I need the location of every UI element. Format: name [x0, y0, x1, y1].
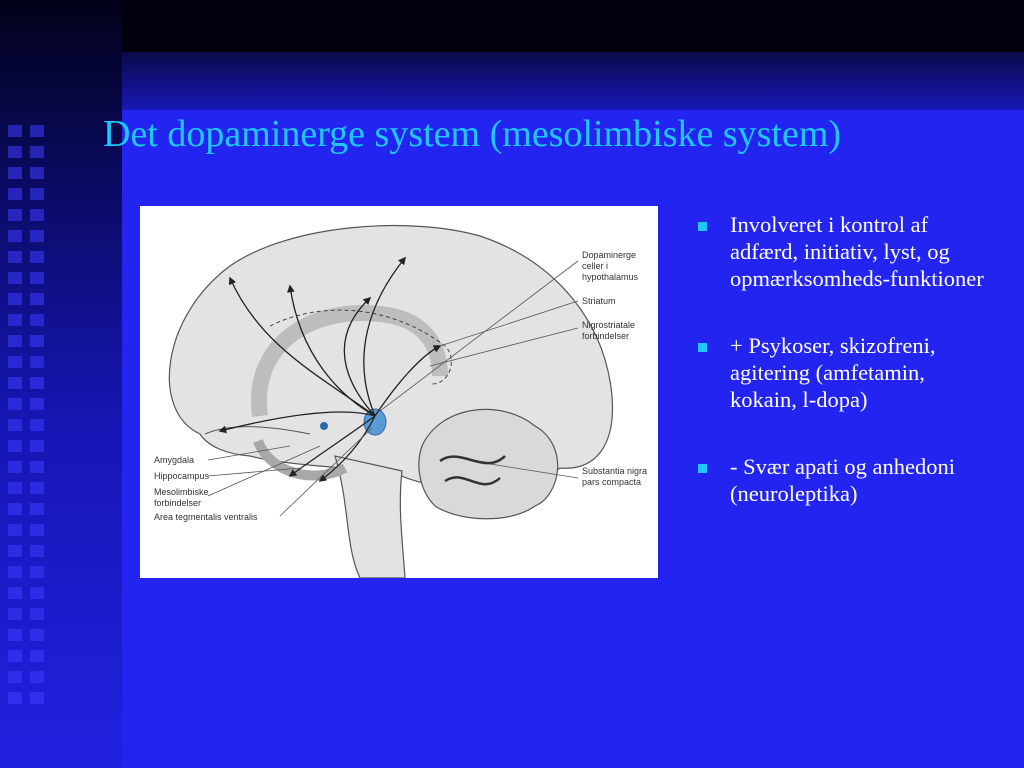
- label-mesolimbiske-2: forbindelser: [154, 498, 201, 508]
- decorative-square: [30, 293, 44, 305]
- bullet-text: Involveret i kontrol af adfærd, initiati…: [730, 212, 984, 291]
- bullet-text: + Psykoser, skizofreni, agitering (amfet…: [730, 333, 936, 412]
- decorative-square: [8, 545, 22, 557]
- label-amygdala: Amygdala: [154, 455, 194, 465]
- label-substantia-1: Substantia nigra: [582, 466, 647, 476]
- decorative-square: [30, 503, 44, 515]
- decorative-square: [30, 356, 44, 368]
- decorative-square: [8, 629, 22, 641]
- decorative-square: [8, 146, 22, 158]
- decorative-square: [30, 419, 44, 431]
- decorative-square: [30, 566, 44, 578]
- top-dark-band: [122, 0, 1024, 52]
- decorative-square: [30, 314, 44, 326]
- decorative-square: [8, 167, 22, 179]
- decorative-square: [8, 398, 22, 410]
- decorative-square: [30, 587, 44, 599]
- vta-spot: [363, 408, 387, 436]
- decorative-square: [8, 419, 22, 431]
- top-gradient-band: [122, 52, 1024, 110]
- decorative-square: [30, 524, 44, 536]
- decorative-square: [30, 545, 44, 557]
- decorative-square: [30, 251, 44, 263]
- decorative-square: [8, 566, 22, 578]
- slide-title: Det dopaminerge system (mesolimbiske sys…: [103, 113, 842, 155]
- bullet-text: - Svær apati og anhedoni (neuroleptika): [730, 454, 955, 506]
- decorative-square: [30, 230, 44, 242]
- decorative-square: [8, 230, 22, 242]
- decorative-square: [8, 671, 22, 683]
- decorative-square: [8, 650, 22, 662]
- decorative-square: [30, 440, 44, 452]
- decorative-square: [30, 335, 44, 347]
- decorative-square: [30, 377, 44, 389]
- label-dopaminerge-2: celler i: [582, 261, 608, 271]
- decorative-square: [30, 629, 44, 641]
- label-nigrostriatale-1: Nigrostriatale: [582, 320, 635, 330]
- decorative-square: [8, 503, 22, 515]
- bullet-item: Involveret i kontrol af adfærd, initiati…: [692, 211, 992, 292]
- decorative-square: [30, 398, 44, 410]
- decorative-square: [8, 335, 22, 347]
- decorative-square: [8, 356, 22, 368]
- label-nigrostriatale-2: forbindelser: [582, 331, 629, 341]
- label-mesolimbiske-1: Mesolimbiske: [154, 487, 209, 497]
- striatum-band: [250, 305, 448, 418]
- decorative-square: [30, 272, 44, 284]
- decorative-square: [30, 209, 44, 221]
- decorative-square: [8, 377, 22, 389]
- decorative-square: [30, 671, 44, 683]
- decorative-square: [8, 608, 22, 620]
- label-hippocampus: Hippocampus: [154, 471, 210, 481]
- decorative-square: [8, 209, 22, 221]
- decorative-square: [8, 293, 22, 305]
- bullet-item: - Svær apati og anhedoni (neuroleptika): [692, 453, 992, 507]
- decorative-square: [30, 482, 44, 494]
- label-striatum: Striatum: [582, 296, 616, 306]
- bullet-square-icon: [698, 464, 707, 473]
- decorative-square: [8, 272, 22, 284]
- decorative-square: [8, 692, 22, 704]
- label-area-tegmentalis: Area tegmentalis ventralis: [154, 512, 258, 522]
- decorative-square: [8, 314, 22, 326]
- decorative-square: [8, 587, 22, 599]
- decorative-square: [8, 440, 22, 452]
- label-dopaminerge-1: Dopaminerge: [582, 250, 636, 260]
- decorative-square: [30, 125, 44, 137]
- brainstem-shape: [334, 455, 406, 578]
- label-substantia-2: pars compacta: [582, 477, 641, 487]
- decorative-square: [30, 608, 44, 620]
- decorative-square: [30, 692, 44, 704]
- brain-diagram: Dopaminerge celler i hypothalamus Striat…: [140, 206, 658, 578]
- bullet-square-icon: [698, 343, 707, 352]
- decorative-square: [30, 146, 44, 158]
- decorative-square: [30, 167, 44, 179]
- decorative-square: [30, 461, 44, 473]
- decorative-square: [8, 524, 22, 536]
- decorative-square: [8, 482, 22, 494]
- decorative-square: [8, 461, 22, 473]
- bullet-item: + Psykoser, skizofreni, agitering (amfet…: [692, 332, 992, 413]
- decorative-square: [30, 188, 44, 200]
- decorative-square: [8, 188, 22, 200]
- decorative-square: [8, 251, 22, 263]
- bullet-list: Involveret i kontrol af adfærd, initiati…: [692, 211, 992, 507]
- decorative-square: [8, 125, 22, 137]
- bullet-square-icon: [698, 222, 707, 231]
- label-dopaminerge-3: hypothalamus: [582, 272, 639, 282]
- decorative-square: [30, 650, 44, 662]
